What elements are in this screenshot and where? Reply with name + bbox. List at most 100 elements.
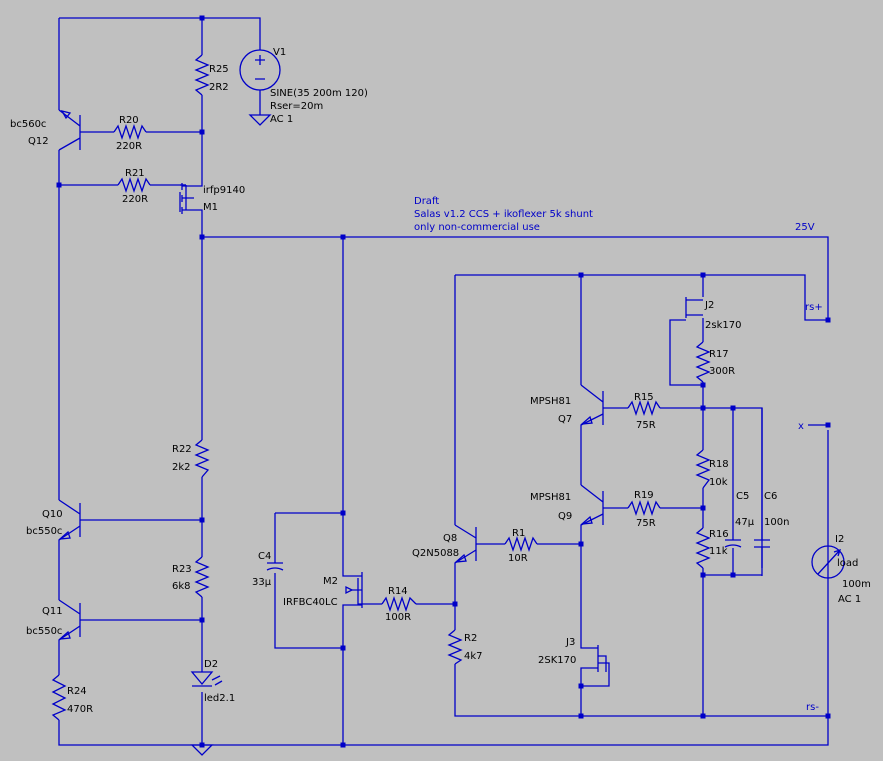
note-line-3: only non-commercial use [414, 222, 540, 233]
mosfet-m2 [342, 570, 363, 610]
m1-model: irfp9140 [203, 185, 245, 196]
r21-name: R21 [125, 168, 145, 179]
r21-value: 220R [122, 194, 148, 205]
d2-model: led2.1 [204, 693, 235, 704]
note-line-1: Draft [414, 196, 439, 207]
v1-voltage-source [239, 49, 281, 91]
resistor-r23 [194, 556, 210, 598]
transistor-q10 [58, 499, 81, 541]
resistor-r20 [113, 123, 147, 141]
capacitor-c4 [266, 562, 284, 571]
ground-symbol-v1 [248, 114, 272, 126]
junction-dots [56, 15, 831, 748]
transistor-q9 [580, 484, 604, 526]
net-label-25v: 25V [795, 222, 815, 233]
i2-ac: AC 1 [838, 594, 861, 605]
q11-model: bc550c [26, 626, 62, 637]
transistor-q12 [58, 109, 81, 151]
r1-name: R1 [512, 528, 525, 539]
j3-name: J3 [565, 637, 575, 648]
r25-value: 2R2 [209, 82, 229, 93]
r1-value: 10R [508, 553, 528, 564]
j2-model: 2sk170 [705, 320, 741, 331]
v1-value: SINE(35 200m 120) [270, 88, 368, 99]
transistor-q7 [580, 384, 604, 426]
r19-value: 75R [636, 518, 656, 529]
q8-model: Q2N5088 [412, 548, 459, 559]
jfet-j2 [685, 297, 703, 318]
resistor-r16 [695, 527, 711, 569]
c4-value: 33µ [252, 577, 272, 588]
led-d2 [190, 671, 223, 687]
r20-value: 220R [116, 141, 142, 152]
resistor-r1 [504, 535, 538, 553]
r24-value: 470R [67, 704, 93, 715]
net-label-x: x [798, 421, 804, 432]
c5-value: 47µ [735, 517, 755, 528]
net-label-rs-plus: rs+ [805, 302, 823, 313]
r15-value: 75R [636, 420, 656, 431]
r16-name: R16 [709, 529, 729, 540]
r18-name: R18 [709, 459, 729, 470]
q7-model: MPSH81 [530, 396, 571, 407]
q10-name: Q10 [42, 509, 63, 520]
r24-name: R24 [67, 686, 87, 697]
resistor-r22 [194, 439, 210, 478]
r14-name: R14 [388, 586, 408, 597]
i2-value: 100m [842, 579, 871, 590]
capacitor-c5 [724, 539, 742, 548]
d2-name: D2 [204, 659, 218, 670]
q12-model: bc560c [10, 119, 46, 130]
r2-name: R2 [464, 633, 477, 644]
r17-value: 300R [709, 366, 735, 377]
wires [58, 17, 829, 746]
r23-value: 6k8 [172, 581, 191, 592]
c6-value: 100n [764, 517, 789, 528]
resistor-r25 [194, 54, 210, 96]
resistor-r24 [51, 674, 67, 721]
r2-value: 4k7 [464, 651, 483, 662]
resistor-r17 [695, 341, 711, 383]
q7-name: Q7 [558, 414, 572, 425]
q12-name: Q12 [28, 136, 49, 147]
r22-name: R22 [172, 444, 192, 455]
r15-name: R15 [634, 392, 654, 403]
capacitor-c6 [754, 408, 770, 575]
q10-model: bc550c [26, 526, 62, 537]
net-label-rs-minus: rs- [806, 702, 819, 713]
q8-name: Q8 [443, 533, 457, 544]
r18-value: 10k [709, 477, 728, 488]
resistor-r15 [627, 399, 661, 417]
q9-name: Q9 [558, 511, 572, 522]
r25-name: R25 [209, 64, 229, 75]
v1-ac: AC 1 [270, 114, 293, 125]
c5-name: C5 [736, 491, 749, 502]
r20-name: R20 [119, 115, 139, 126]
i2-name: I2 [835, 534, 844, 545]
v1-name: V1 [273, 47, 286, 58]
resistor-r19 [627, 499, 661, 517]
r17-name: R17 [709, 349, 729, 360]
r14-value: 100R [385, 612, 411, 623]
j2-name: J2 [704, 300, 714, 311]
resistor-r14 [381, 595, 417, 613]
ground-symbol-main [190, 744, 214, 756]
r22-value: 2k2 [172, 462, 191, 473]
c6-name: C6 [764, 491, 777, 502]
r16-value: 11k [709, 546, 728, 557]
mosfet-m1 [179, 178, 203, 218]
m2-model: IRFBC40LC [283, 597, 338, 608]
current-source-i2 [811, 545, 845, 579]
i2-label: load [837, 558, 858, 569]
v1-rser: Rser=20m [270, 101, 323, 112]
jfet-j3 [580, 630, 607, 672]
resistor-r18 [695, 449, 711, 489]
transistor-q11 [58, 599, 81, 641]
resistor-r2 [447, 629, 463, 665]
c4-name: C4 [258, 551, 271, 562]
r23-name: R23 [172, 564, 192, 575]
r19-name: R19 [634, 490, 654, 501]
labels: V1 SINE(35 200m 120) Rser=20m AC 1 R25 2… [10, 47, 871, 715]
transistor-q8 [454, 524, 477, 564]
